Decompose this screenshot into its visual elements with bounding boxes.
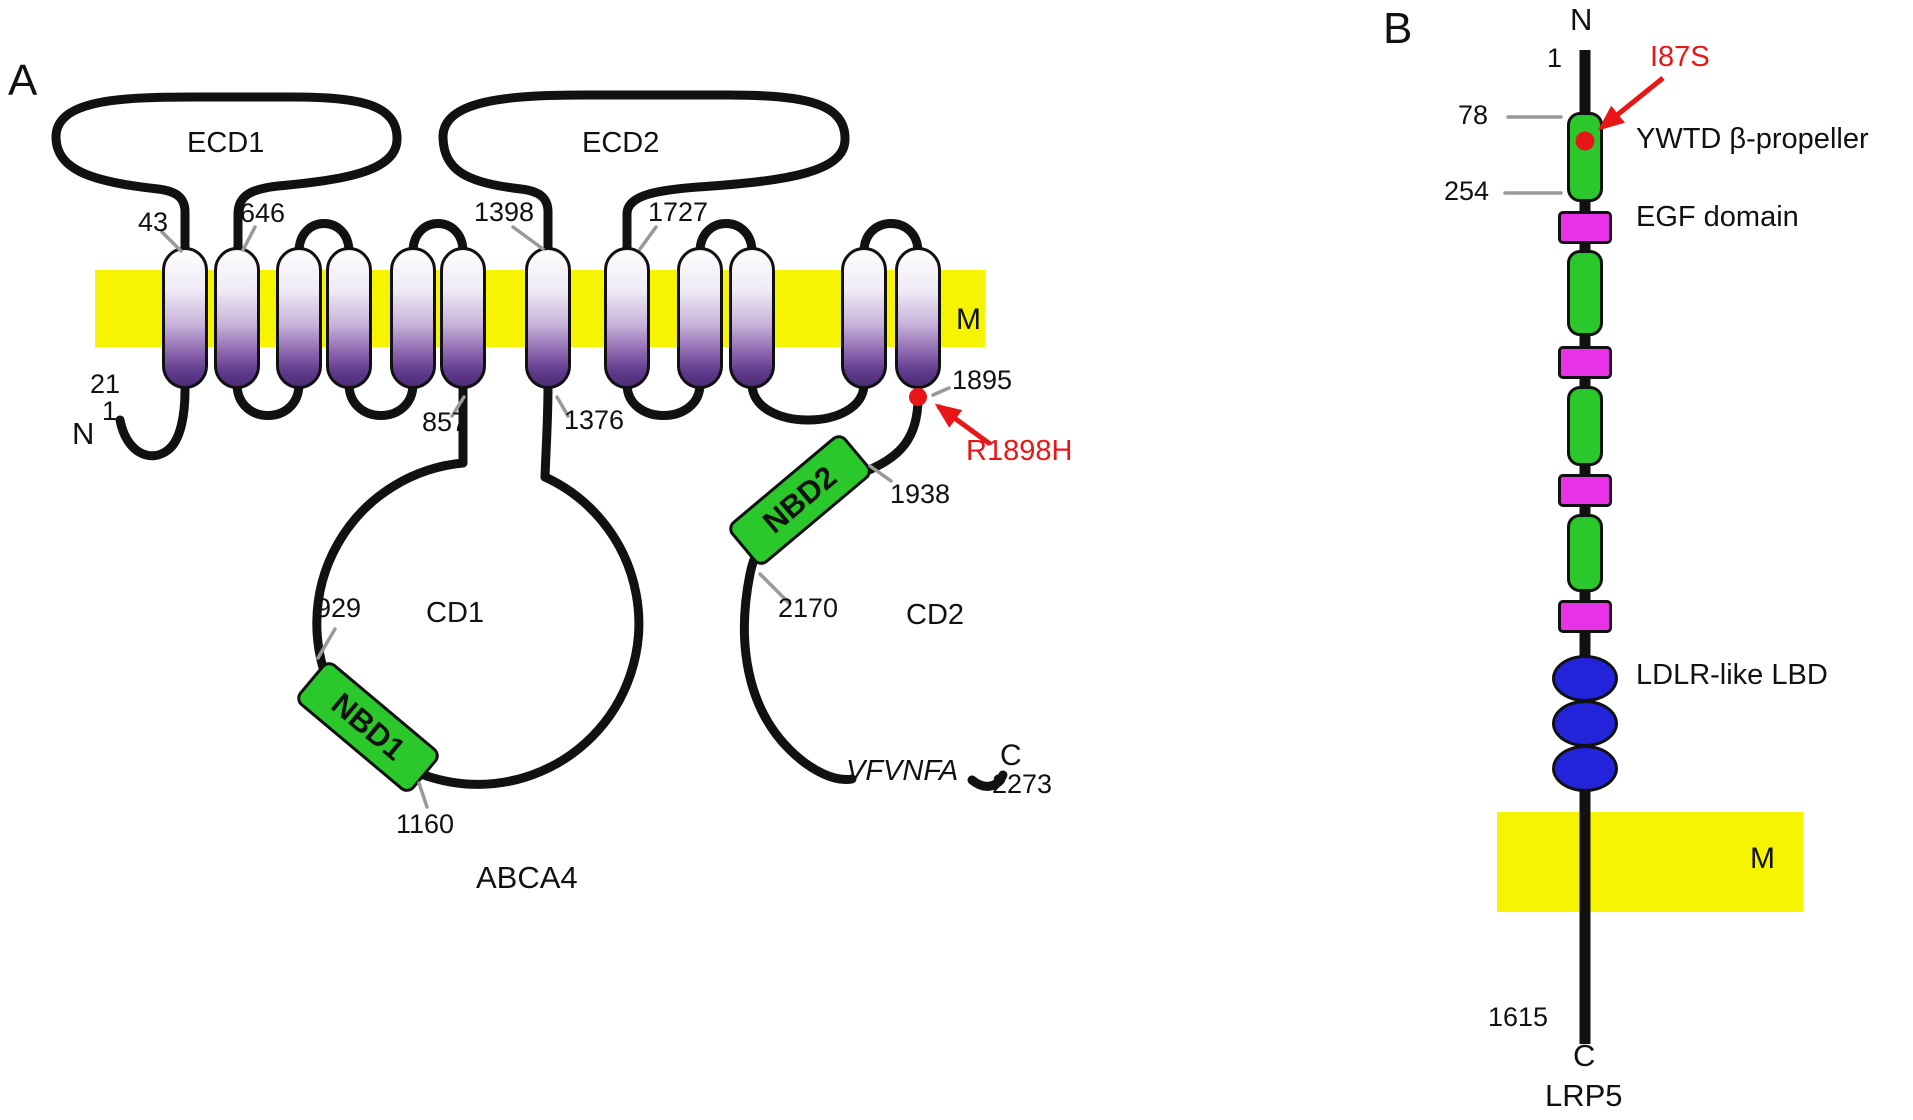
- tick-857: [450, 395, 466, 418]
- n-terminus-a-label: N: [72, 416, 95, 451]
- tm-helix-3: [276, 247, 322, 389]
- i87s-mutation-dot: [1575, 131, 1595, 151]
- membrane-band-lrp5: [1497, 812, 1803, 912]
- ldlr-repeat-2: [1552, 700, 1618, 747]
- ywtd-propeller-2: [1567, 250, 1603, 336]
- residue-929-label: 929: [316, 593, 362, 623]
- ecd1-label: ECD1: [187, 127, 265, 159]
- residue-2273-label: 2273: [992, 769, 1053, 799]
- panel-b-label: B: [1383, 4, 1413, 53]
- tick-929: [316, 627, 337, 660]
- membrane-b-label: M: [1750, 842, 1775, 875]
- tick-1938: [868, 464, 893, 483]
- r1898h-mutation-dot: [909, 388, 927, 406]
- tm-helix-11: [841, 247, 887, 389]
- residue-857-label: 857: [422, 407, 468, 437]
- c-terminus-b-label: C: [1573, 1038, 1596, 1073]
- cyto-loop-tm4-tm5: [344, 379, 418, 420]
- c-terminus-path: [967, 770, 1008, 791]
- cd1-label: CD1: [426, 597, 485, 629]
- egf-domain-label: EGF domain: [1636, 201, 1799, 233]
- cd1-stem-right: [540, 381, 553, 482]
- tm-helix-2: [214, 247, 260, 389]
- top-loop-tm9-tm10: [695, 219, 757, 257]
- residue-1895-label: 1895: [952, 365, 1013, 395]
- residue-1398-label: 1398: [474, 197, 535, 227]
- panel-a-label: A: [8, 56, 38, 105]
- residue-1938-label: 1938: [890, 479, 951, 509]
- ldlr-repeat-3: [1552, 745, 1618, 792]
- ywtd-propeller-3: [1567, 386, 1603, 466]
- tm-helix-7: [525, 247, 571, 389]
- residue-78-label: 78: [1458, 100, 1489, 130]
- tm-helix-5: [390, 247, 436, 389]
- tick-1160: [417, 781, 429, 809]
- egf-domain-3: [1558, 474, 1612, 507]
- tm-helix-4: [326, 247, 372, 389]
- cd1-circle-path: [312, 458, 644, 789]
- residue-2170-label: 2170: [778, 593, 839, 623]
- top-loop-tm11-tm12: [859, 219, 923, 257]
- n-terminus-path: [115, 385, 190, 461]
- residue-1b-label: 1: [1547, 43, 1563, 73]
- top-loop-tm3-tm4: [294, 219, 354, 257]
- tm-helix-12: [895, 247, 941, 389]
- cyto-loop-tm2-tm3: [232, 379, 304, 420]
- ecd1-loop-path: [51, 92, 402, 261]
- tick-1895: [931, 386, 951, 397]
- egf-domain-1: [1558, 211, 1612, 244]
- n-terminus-b-label: N: [1570, 2, 1593, 37]
- tick-1398: [511, 225, 545, 251]
- c-terminus-a-label: C: [1000, 739, 1022, 772]
- ywtd-propeller-label: YWTD β-propeller: [1636, 123, 1869, 155]
- tick-43: [160, 230, 183, 253]
- lrp5-protein-name: LRP5: [1545, 1078, 1623, 1113]
- ldlr-lbd-label: LDLR-like LBD: [1636, 659, 1828, 691]
- ywtd-propeller-1: [1567, 112, 1603, 202]
- tick-646: [241, 225, 257, 252]
- egf-domain-4: [1558, 600, 1612, 633]
- residue-646-label: 646: [240, 198, 286, 228]
- tick-2170: [758, 572, 791, 605]
- residue-1160-label: 1160: [396, 809, 455, 839]
- i87s-arrow: [1597, 76, 1665, 131]
- residue-21-label: 21: [90, 369, 121, 399]
- cd2-loop-path: [739, 393, 923, 785]
- ywtd-propeller-4: [1567, 514, 1603, 592]
- tick-1727: [638, 225, 658, 251]
- residue-1-label: 1: [102, 396, 118, 426]
- tm-helix-6: [440, 247, 486, 389]
- residue-254-label: 254: [1444, 176, 1490, 206]
- i87s-mutation-label: I87S: [1650, 41, 1710, 73]
- residue-43-label: 43: [138, 207, 169, 237]
- vfvnfa-motif-label: VFVNFA: [846, 755, 959, 787]
- egf-domain-2: [1558, 346, 1612, 379]
- tick-1376: [555, 395, 570, 418]
- residue-1615-label: 1615: [1488, 1002, 1549, 1032]
- cd2-label: CD2: [906, 599, 965, 631]
- tm-helix-10: [729, 247, 775, 389]
- r1898h-mutation-label: R1898H: [966, 435, 1073, 467]
- tm-helix-8: [604, 247, 650, 389]
- cyto-loop-tm8-tm9: [622, 379, 705, 420]
- residue-1376-label: 1376: [564, 405, 625, 435]
- r1898h-arrow: [934, 403, 992, 447]
- ecd2-loop-path: [438, 90, 850, 261]
- tm-helix-1: [162, 247, 208, 389]
- tm-helix-9: [677, 247, 723, 389]
- membrane-a-label: M: [956, 303, 981, 336]
- cyto-loop-tm10-tm11: [747, 379, 869, 425]
- abca4-protein-name: ABCA4: [476, 860, 578, 895]
- top-loop-tm5-tm6: [408, 219, 468, 257]
- residue-1727-label: 1727: [648, 197, 709, 227]
- ecd2-label: ECD2: [582, 127, 660, 159]
